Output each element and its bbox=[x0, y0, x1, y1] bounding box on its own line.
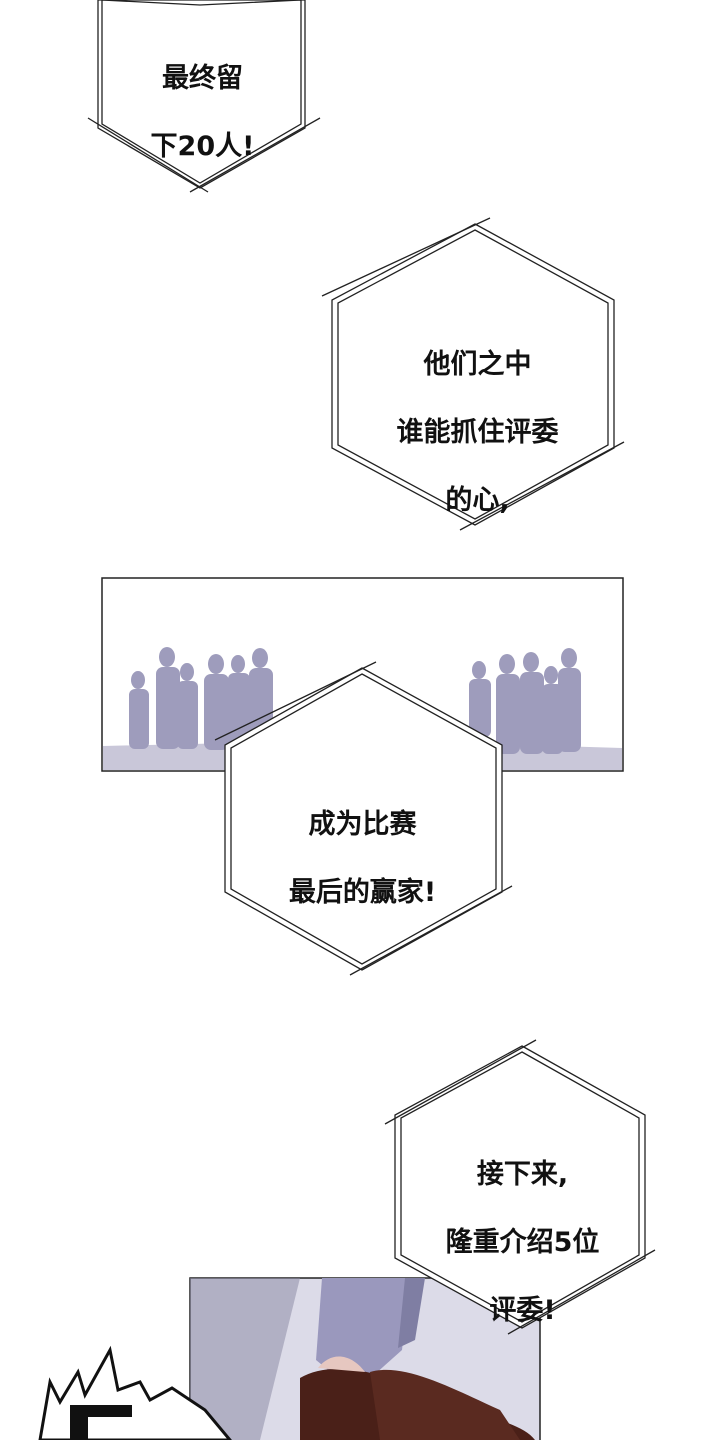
hexagon-1 bbox=[87, 0, 321, 193]
caption-4-line-1: 接下来, bbox=[476, 1159, 569, 1190]
caption-4-line-2: 隆重介绍5位 bbox=[445, 1227, 600, 1258]
caption-2-line-2: 谁能抓住评委 bbox=[396, 417, 559, 448]
jagged-bubble bbox=[38, 1345, 232, 1440]
left-silhouettes bbox=[129, 647, 273, 750]
hexagon-2 bbox=[321, 217, 625, 531]
hexagon-4 bbox=[384, 1039, 656, 1335]
hexagon-frames bbox=[87, 0, 656, 1335]
caption-3-line-2: 最后的赢家! bbox=[288, 877, 437, 908]
caption-1-line-1: 最终留 bbox=[162, 63, 243, 94]
hexagon-3 bbox=[214, 661, 513, 976]
caption-1-line-2: 下20人! bbox=[150, 131, 255, 162]
right-silhouettes bbox=[469, 648, 581, 754]
caption-2-line-1: 他们之中 bbox=[423, 349, 532, 380]
caption-2-line-3: 的心, bbox=[445, 485, 510, 516]
caption-4-line-3: 评委! bbox=[489, 1295, 556, 1326]
caption-1: 最终留 下20人! bbox=[120, 28, 285, 198]
caption-3: 成为比赛 最后的赢家! bbox=[245, 774, 480, 944]
caption-2: 他们之中 谁能抓住评委 的心, bbox=[355, 314, 600, 552]
caption-4: 接下来, 隆重介绍5位 评委! bbox=[410, 1124, 635, 1362]
caption-3-line-1: 成为比赛 bbox=[308, 809, 417, 840]
